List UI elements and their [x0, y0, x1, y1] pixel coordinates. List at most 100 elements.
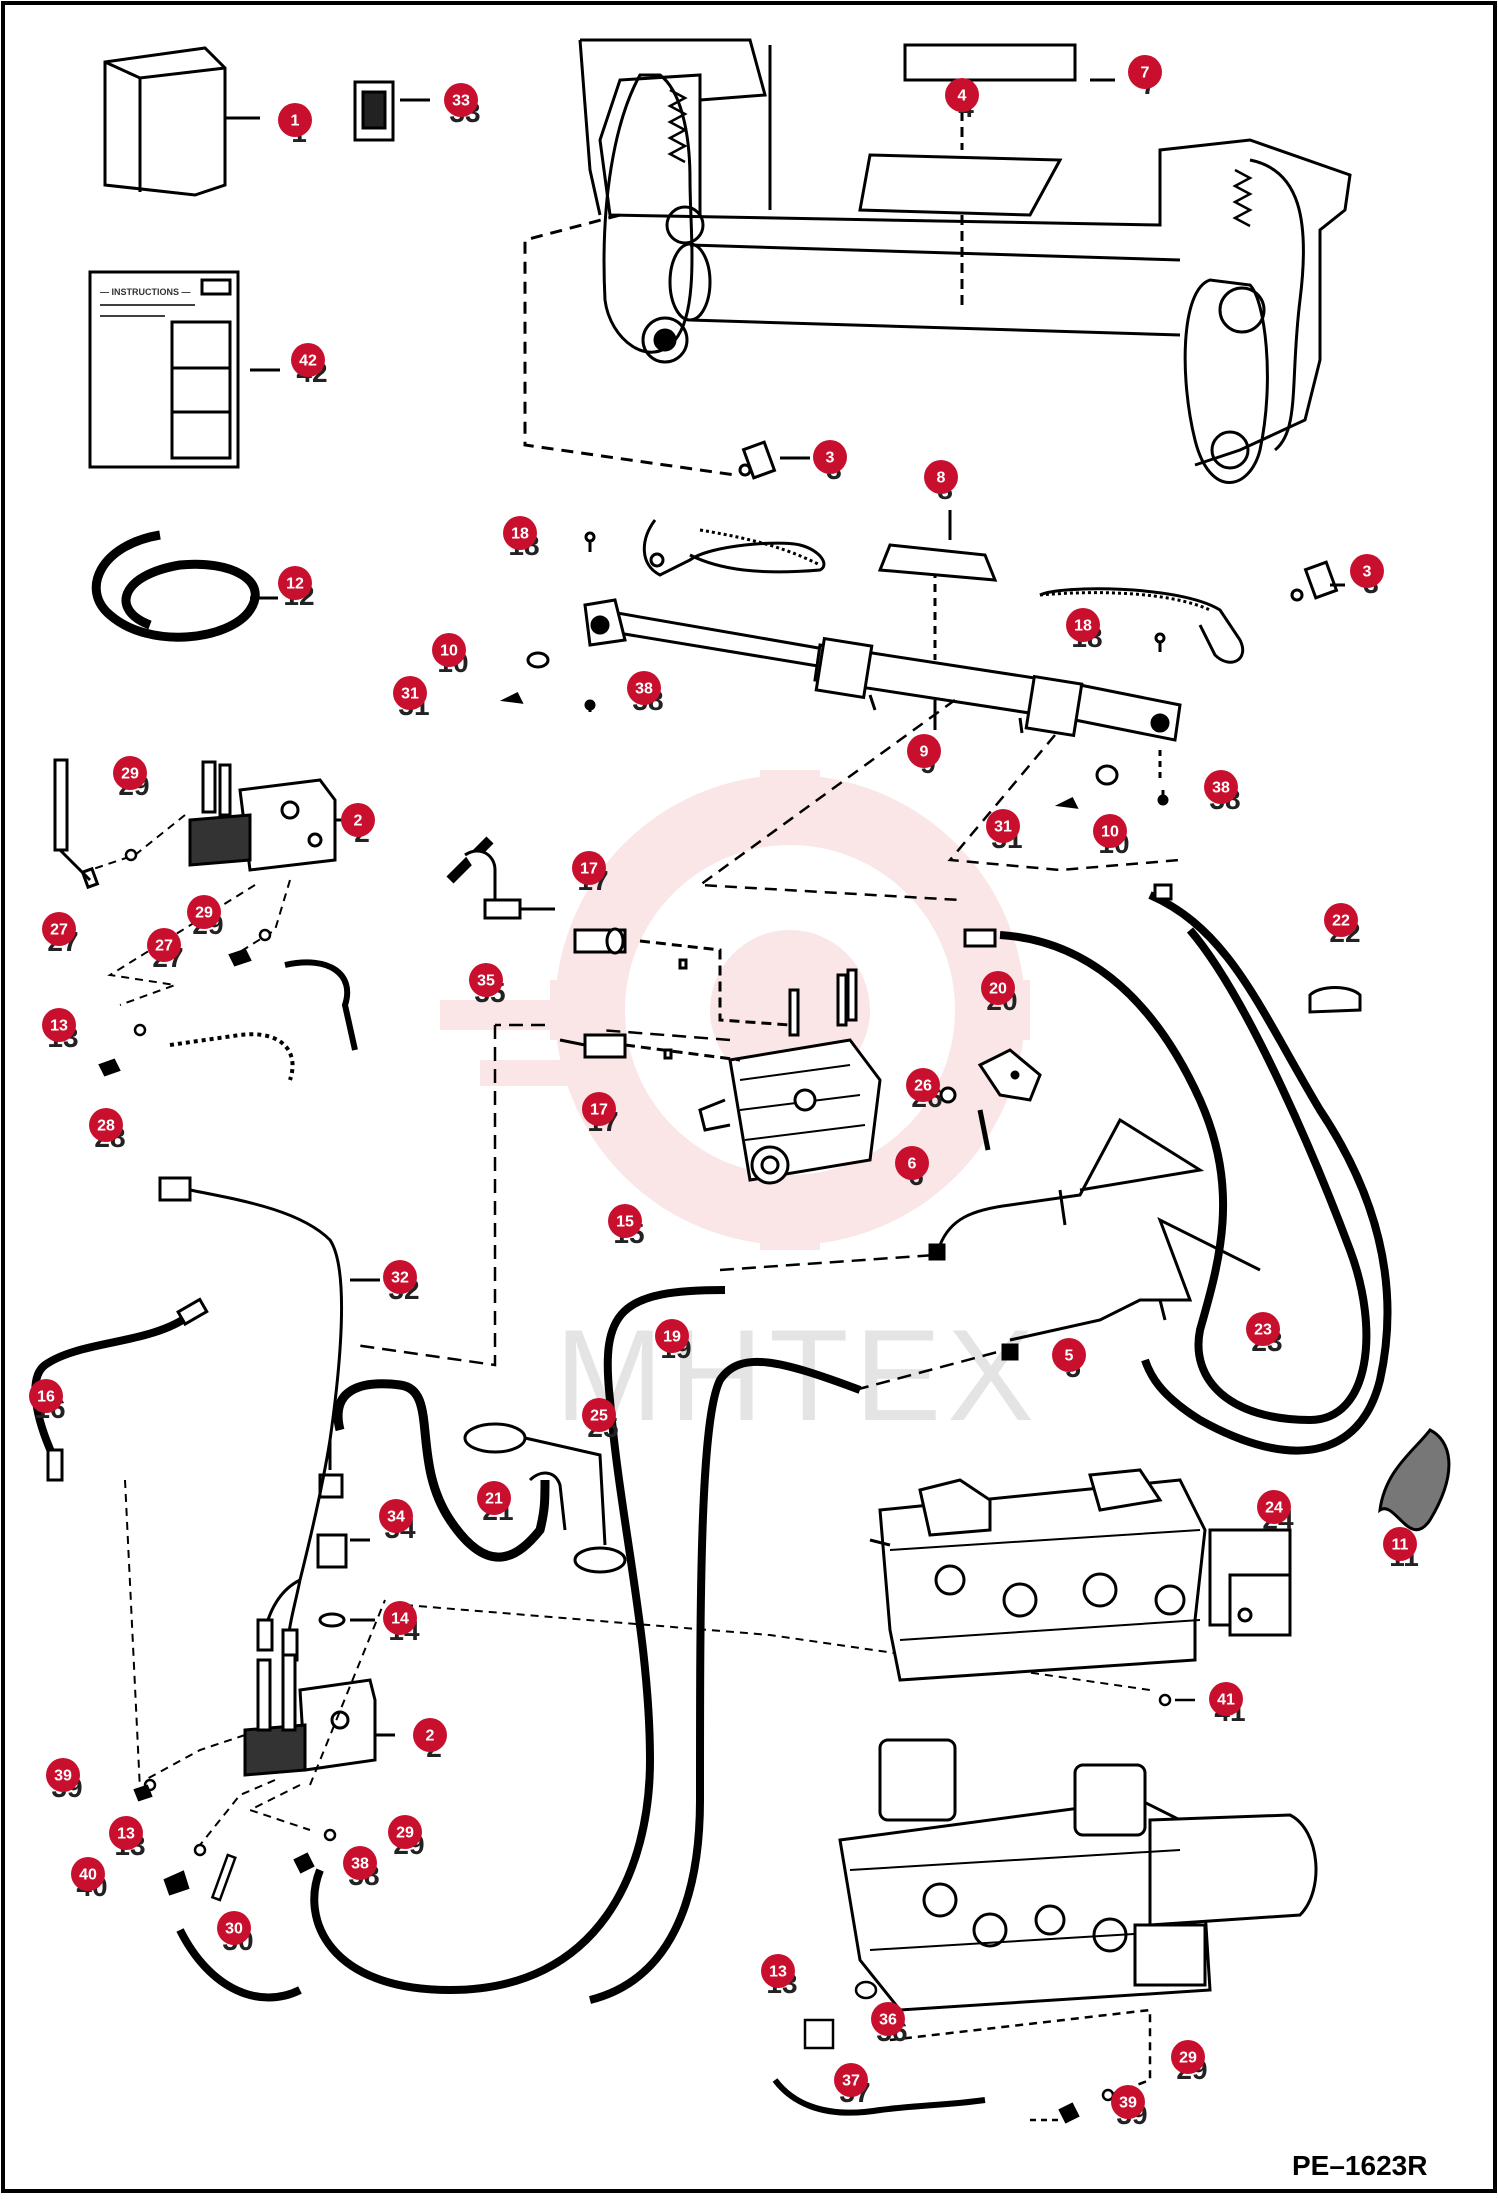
callout-marker: [761, 1954, 795, 1988]
callout-marker: [291, 343, 325, 377]
callout-marker: [89, 1108, 123, 1142]
callout-23: 2323: [1246, 1312, 1283, 1357]
callout-marker: [813, 440, 847, 474]
callout-28: 2828: [89, 1108, 126, 1153]
callout-marker-number: 11: [1392, 1537, 1409, 1554]
callout-marker-number: 18: [511, 526, 529, 543]
callout-marker: [413, 1718, 447, 1752]
callout-marker-number: 17: [590, 1102, 608, 1119]
part-valve-block-2b: [243, 1653, 395, 1777]
callout-marker-number: 12: [286, 576, 304, 593]
callout-2: 22: [341, 803, 375, 848]
callout-marker: [343, 1846, 377, 1880]
callout-marker-number: 27: [50, 922, 68, 939]
callout-13: 1313: [42, 1008, 79, 1053]
callout-34: 3434: [379, 1499, 416, 1544]
callout-36: 3636: [871, 2002, 908, 2047]
callout-30: 3030: [217, 1911, 254, 1956]
part-coiled-hose-12: [91, 530, 278, 642]
callout-marker: [147, 928, 181, 962]
callout-marker: [383, 1601, 417, 1635]
callout-marker-number: 39: [1119, 2095, 1137, 2112]
callout-marker-number: 34: [387, 1509, 405, 1526]
part-fittings-17-35: [446, 836, 791, 1062]
callout-marker: [71, 1857, 105, 1891]
callout-marker: [46, 1758, 80, 1792]
callout-27: 2727: [42, 912, 79, 957]
callout-marker-number: 26: [914, 1078, 932, 1095]
callout-marker-number: 38: [351, 1856, 369, 1873]
callout-37: 3737: [834, 2063, 871, 2108]
callout-marker-number: 42: [299, 353, 317, 370]
callout-39: 3939: [1111, 2085, 1148, 2130]
callout-26: 2626: [906, 1068, 943, 1113]
callout-20: 2020: [981, 971, 1018, 1016]
instructions-header: — INSTRUCTIONS —: [100, 287, 191, 297]
callout-marker: [503, 516, 537, 550]
callout-marker-number: 7: [1141, 65, 1150, 82]
callout-marker-number: 22: [1332, 913, 1350, 930]
callout-marker-number: 40: [79, 1867, 97, 1884]
part-fitting-34: [316, 1533, 375, 1628]
callout-marker-number: 27: [155, 938, 173, 955]
part-pump-upper: [869, 1468, 1292, 1682]
callout-15: 1515: [608, 1204, 645, 1249]
callout-marker-number: 16: [37, 1389, 55, 1406]
callout-39: 3939: [46, 1758, 83, 1803]
callout-marker-number: 9: [920, 744, 929, 761]
callout-marker: [217, 1911, 251, 1945]
callout-10: 1010: [432, 633, 469, 678]
callout-marker-number: 33: [452, 93, 470, 110]
callout-marker: [582, 1092, 616, 1126]
part-switch-33: [353, 80, 430, 142]
callout-marker: [29, 1379, 63, 1413]
callout-22: 2222: [1324, 903, 1361, 948]
callout-33: 3333: [444, 83, 481, 128]
callout-13: 1313: [761, 1954, 798, 1999]
callout-marker-number: 6: [908, 1156, 917, 1173]
dashed-guides-valve-a: [89, 814, 291, 1006]
callout-5: 55: [1052, 1338, 1086, 1383]
watermark-gear-logo: [440, 770, 1030, 1250]
callout-9: 99: [907, 734, 941, 779]
callout-marker-number: 31: [994, 819, 1012, 836]
callout-29: 2929: [1171, 2040, 1208, 2085]
callout-marker: [1066, 608, 1100, 642]
callout-marker: [907, 734, 941, 768]
part-clamp-22: [1308, 986, 1362, 1014]
part-fitting-3a: [738, 440, 810, 480]
callout-4: 44: [945, 78, 979, 123]
part-box-1: [103, 46, 260, 197]
callout-18: 1818: [1066, 608, 1103, 653]
callout-layer: 1133334477424233881818121233181810103131…: [29, 55, 1419, 2130]
callout-17: 1717: [572, 851, 609, 896]
callout-marker-number: 36: [879, 2012, 897, 2029]
part-bracket-20: [939, 1048, 1042, 1151]
callout-marker: [469, 963, 503, 997]
callout-marker: [655, 1319, 689, 1353]
callout-13: 1313: [109, 1816, 146, 1861]
callout-marker: [278, 103, 312, 137]
callout-marker-number: 24: [1265, 1500, 1283, 1517]
callout-38: 3838: [627, 671, 664, 716]
callout-3: 33: [1350, 554, 1384, 599]
callout-14: 1414: [383, 1601, 420, 1646]
callout-25: 2525: [582, 1398, 619, 1443]
callout-17: 1717: [582, 1092, 619, 1137]
callout-marker-number: 29: [195, 905, 213, 922]
callout-35: 3535: [469, 963, 506, 1008]
callout-marker: [582, 1398, 616, 1432]
callout-marker-number: 38: [1212, 780, 1230, 797]
callout-marker-number: 1: [291, 113, 300, 130]
part-fitting-3b: [1290, 560, 1345, 602]
callout-marker: [871, 2002, 905, 2036]
callout-marker: [383, 1260, 417, 1294]
callout-marker: [834, 2063, 868, 2097]
callout-marker: [1128, 55, 1162, 89]
callout-marker: [981, 971, 1015, 1005]
callout-3: 33: [813, 440, 847, 485]
callout-marker: [1257, 1490, 1291, 1524]
hose-23-24: [963, 883, 1392, 1455]
drawing-code: PE–1623R: [1292, 2150, 1427, 2181]
callout-marker: [444, 83, 478, 117]
